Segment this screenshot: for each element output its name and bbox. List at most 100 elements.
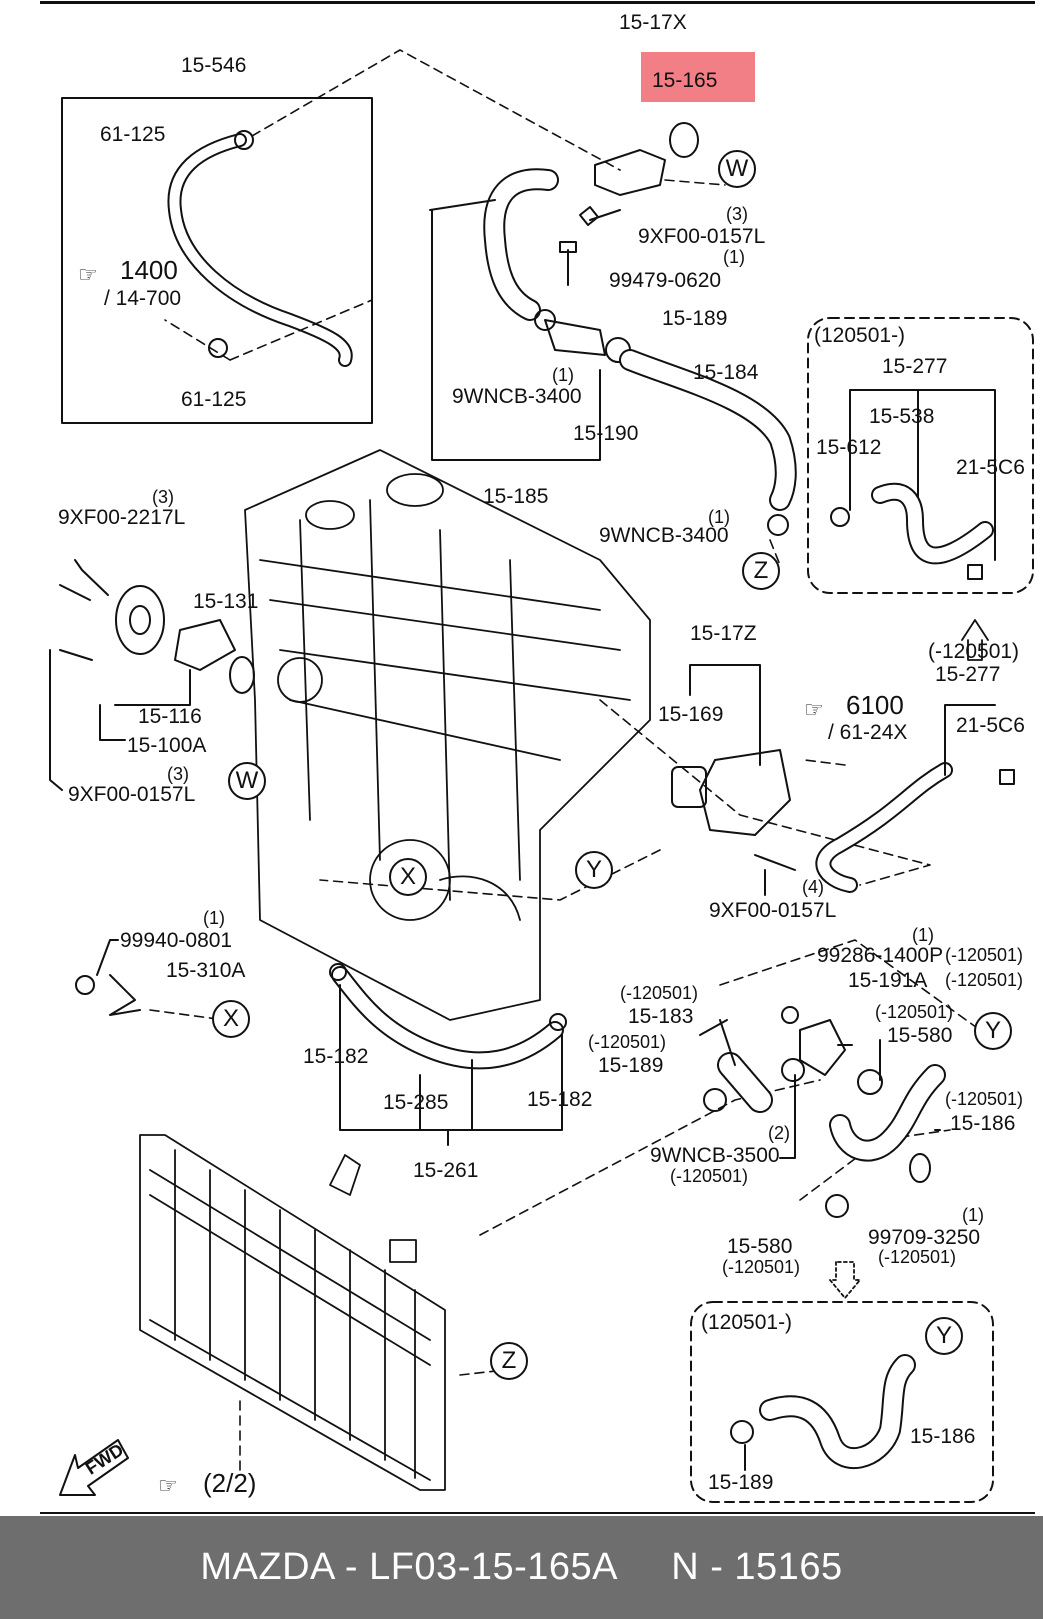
revision-box-top-right bbox=[807, 317, 1034, 594]
rev-15-183: (-120501) bbox=[620, 983, 699, 1003]
rev-label-120501-top: (120501-) bbox=[814, 324, 906, 347]
label-15-538: 15-538 bbox=[869, 405, 935, 428]
marker-z-radiator: Z bbox=[490, 1342, 528, 1380]
qty-1-9wncb-right: (1) bbox=[708, 507, 730, 527]
rev-label-120501-before-right: (-120501) bbox=[928, 640, 1020, 663]
bolt-9xf00-0157l-left bbox=[59, 649, 93, 661]
rev-15-186: (-120501) bbox=[945, 1089, 1024, 1109]
label-15-190: 15-190 bbox=[573, 422, 639, 445]
label-15-169: 15-169 bbox=[658, 703, 724, 726]
clamp-9wncb-3400 bbox=[534, 309, 556, 331]
label-15-182-right: 15-182 bbox=[527, 1088, 593, 1111]
radiator bbox=[139, 1134, 446, 1491]
bracket-15-310a bbox=[109, 974, 141, 1016]
label-15-277: 15-277 bbox=[935, 663, 1001, 686]
hose-inset-box bbox=[61, 97, 373, 424]
marker-y-right: Y bbox=[974, 1012, 1012, 1050]
qty-3-left: (3) bbox=[167, 764, 189, 784]
label-9wncb-3500: 9WNCB-3500 bbox=[650, 1144, 780, 1167]
label-9xf00-0157l-right: 9XF00-0157L bbox=[709, 899, 837, 922]
label-61-125-bottom: 61-125 bbox=[181, 388, 247, 411]
rev-99286: (-120501) bbox=[945, 945, 1024, 965]
label-15-183: 15-183 bbox=[628, 1005, 694, 1028]
marker-x-engine: X bbox=[389, 858, 427, 896]
thermostat-housing-top bbox=[594, 149, 666, 196]
bolt-9xf00-0157l bbox=[579, 206, 621, 226]
arrow-up-icon bbox=[961, 619, 989, 661]
ref-14-700: / 14-700 bbox=[104, 287, 182, 310]
fwd-arrow-icon bbox=[59, 1439, 129, 1496]
label-15-189-new: 15-189 bbox=[708, 1471, 774, 1494]
label-15-100a: 15-100A bbox=[127, 734, 207, 757]
ref-2-2: (2/2) bbox=[203, 1468, 257, 1498]
label-15-191a: 15-191A bbox=[848, 969, 928, 992]
clamp-61-125-top bbox=[234, 130, 254, 150]
label-15-116: 15-116 bbox=[138, 705, 202, 728]
marker-w-top: W bbox=[718, 150, 756, 188]
label-15-189-top: 15-189 bbox=[662, 307, 728, 330]
gasket-15-165 bbox=[669, 122, 699, 158]
clamp-15-580 bbox=[857, 1069, 883, 1095]
qty-1-99479: (1) bbox=[723, 247, 745, 267]
gasket-99709-3250 bbox=[909, 1153, 931, 1183]
top-rule bbox=[40, 1, 1035, 4]
label-21-5c6: 21-5C6 bbox=[956, 714, 1025, 737]
ref-1400: 1400 bbox=[120, 255, 178, 285]
engine-block bbox=[244, 449, 651, 1021]
rev-15-191a: (-120501) bbox=[945, 970, 1024, 990]
label-21-5c6-new: 21-5C6 bbox=[956, 456, 1025, 479]
pointing-hand-icon-radiator: ☞ bbox=[158, 1474, 178, 1499]
bolt-9xf00-2217l bbox=[59, 584, 91, 601]
pointing-hand-icon-6100: ☞ bbox=[804, 698, 824, 723]
qty-4: (4) bbox=[802, 877, 824, 897]
dashed-leaders bbox=[149, 49, 981, 1471]
label-15-285: 15-285 bbox=[383, 1091, 449, 1114]
qty-1-nut: (1) bbox=[203, 908, 225, 928]
qty-2: (2) bbox=[768, 1123, 790, 1143]
label-15-310a: 15-310A bbox=[166, 959, 246, 982]
label-9xf00-0157l-top: 9XF00-0157L bbox=[638, 225, 766, 248]
label-61-125-top: 61-125 bbox=[100, 123, 166, 146]
label-15-17x: 15-17X bbox=[619, 11, 687, 34]
label-9xf00-0157l-left: 9XF00-0157L bbox=[68, 783, 196, 806]
label-15-185: 15-185 bbox=[483, 485, 549, 508]
pipe-15-191a bbox=[799, 1019, 846, 1076]
label-9wncb-3400-top: 9WNCB-3400 bbox=[452, 385, 582, 408]
arrow-down-icon bbox=[829, 1261, 861, 1299]
label-15-546: 15-546 bbox=[181, 54, 247, 77]
label-15-277-new: 15-277 bbox=[882, 355, 948, 378]
rev-15-580-bottom: (-120501) bbox=[722, 1257, 801, 1277]
bottom-rule bbox=[40, 1512, 1035, 1514]
label-15-184: 15-184 bbox=[693, 361, 759, 384]
gasket-15-169 bbox=[671, 766, 707, 808]
bolt-9xf00-0157l-right bbox=[754, 854, 796, 871]
thermostat-housing-15-17z bbox=[699, 749, 791, 836]
label-15-612: 15-612 bbox=[816, 436, 882, 459]
gasket-15-100a bbox=[229, 656, 255, 694]
rev-label-120501-bottom: (120501-) bbox=[701, 1311, 793, 1334]
label-15-131: 15-131 bbox=[193, 590, 259, 613]
qty-1-99286: (1) bbox=[912, 925, 934, 945]
label-15-580-bottom: 15-580 bbox=[727, 1235, 793, 1258]
nut-99940-0801 bbox=[75, 975, 95, 995]
label-99479-0620: 99479-0620 bbox=[609, 269, 722, 292]
rev-99709: (-120501) bbox=[878, 1247, 957, 1267]
ref-61-24x: / 61-24X bbox=[828, 721, 908, 744]
qty-1-99709: (1) bbox=[962, 1205, 984, 1225]
label-99709-3250: 99709-3250 bbox=[868, 1226, 981, 1249]
label-15-189-mid: 15-189 bbox=[598, 1054, 664, 1077]
marker-y-mid: Y bbox=[575, 851, 613, 889]
bolt-99479-0620 bbox=[559, 241, 577, 286]
label-15-580-top: 15-580 bbox=[887, 1024, 953, 1047]
pointing-hand-icon: ☞ bbox=[78, 263, 98, 288]
joint-15-190 bbox=[544, 319, 606, 356]
pump-15-116 bbox=[174, 619, 236, 671]
marker-z-top: Z bbox=[742, 552, 780, 590]
qty-3-pump: (3) bbox=[152, 487, 174, 507]
rev-15-580-top: (-120501) bbox=[875, 1002, 954, 1022]
qty-1-9wncb: (1) bbox=[552, 365, 574, 385]
marker-y-bottom: Y bbox=[925, 1317, 963, 1355]
label-99940-0801: 99940-0801 bbox=[120, 929, 233, 952]
